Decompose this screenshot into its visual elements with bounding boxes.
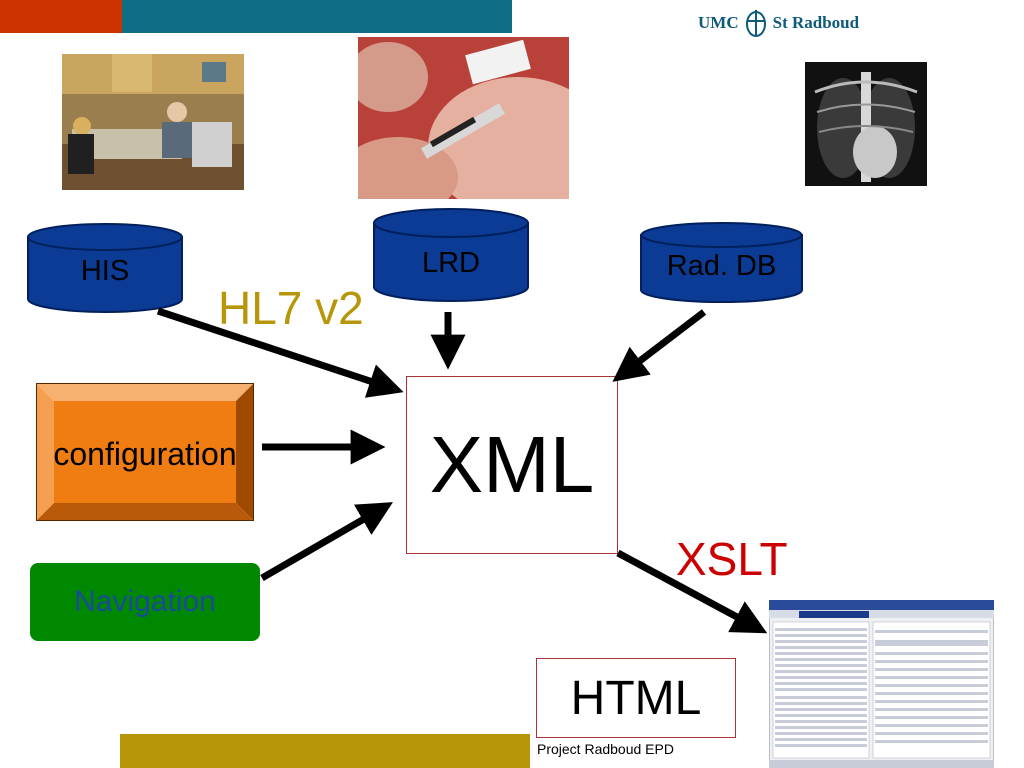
xml-label: XML — [429, 420, 595, 509]
xslt-label: XSLT — [676, 533, 788, 585]
footer-text: Project Radboud EPD — [537, 741, 674, 757]
xray-photo — [805, 62, 927, 186]
configuration-label: configuration — [53, 436, 237, 472]
his-label: HIS — [80, 255, 130, 287]
umc-logo: UMC St Radboud — [698, 6, 878, 40]
database-cylinder-icon — [27, 223, 183, 313]
logo-text-left: UMC — [698, 13, 739, 32]
logo-text-right: St Radboud — [772, 13, 860, 32]
rad-db-label: Rad. DB — [666, 250, 777, 282]
header-bar-teal — [122, 0, 512, 33]
office-photo — [62, 54, 244, 190]
blood-draw-photo — [358, 37, 569, 199]
html-box: HTML — [536, 658, 736, 738]
lrd-label: LRD — [421, 247, 480, 279]
xml-box: XML — [406, 376, 618, 554]
navigation-label: Navigation — [74, 585, 216, 618]
configuration-box — [36, 383, 254, 521]
navigation-box: Navigation — [30, 563, 260, 641]
arrow-raddb-to-xml — [612, 309, 707, 382]
html-label: HTML — [570, 671, 702, 725]
html-screenshot-thumbnail — [769, 600, 994, 768]
header-bar-red — [0, 0, 122, 33]
database-cylinder-icon — [640, 222, 803, 303]
hl7-label: HL7 v2 — [218, 282, 364, 334]
crest-icon — [745, 10, 766, 37]
database-cylinder-icon — [373, 208, 529, 302]
his-database: HIS — [27, 223, 183, 313]
arrow-nav-to-xml — [260, 502, 393, 582]
lrd-database: LRD — [373, 207, 529, 303]
footer-bar-gold — [120, 734, 530, 768]
rad-db-database: Rad. DB — [640, 222, 803, 303]
